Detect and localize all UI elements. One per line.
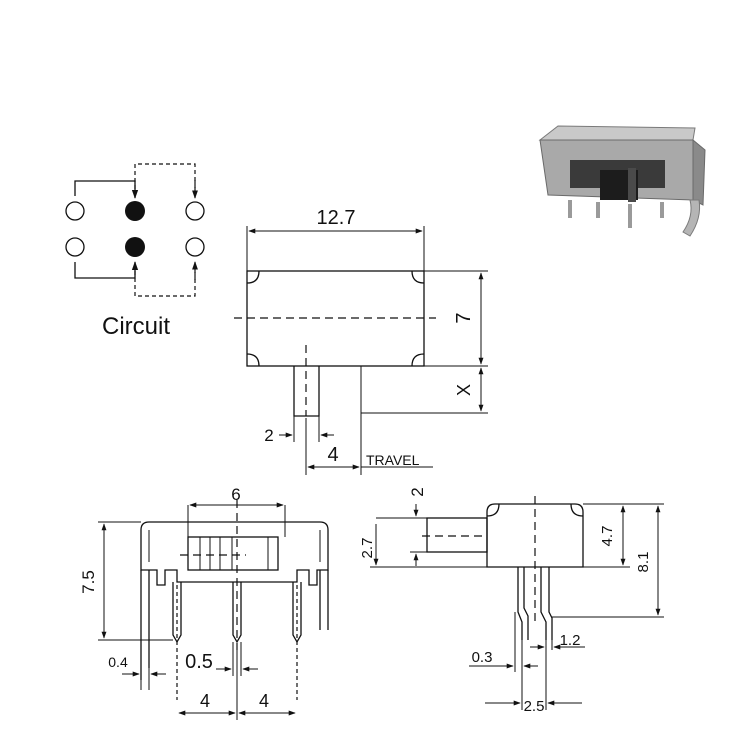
terminal-open-bottom-left — [65, 237, 85, 257]
top-travel-value: 4 — [327, 444, 338, 466]
side-knob-height-value: 2.7 — [359, 538, 376, 559]
side-pin-thickness-value: 0.3 — [472, 649, 493, 666]
terminal-open-top-right — [185, 201, 205, 221]
side-pin-width-value: 1.2 — [560, 632, 581, 649]
side-view-drawing: 2 2.7 4.7 8.1 0.3 1.2 2.5 — [359, 487, 664, 715]
front-height-value: 7.5 — [79, 570, 98, 594]
front-pin-width-value: 0.5 — [185, 651, 213, 673]
top-x-value: X — [454, 384, 474, 396]
side-pin-pitch-value: 2.5 — [524, 698, 545, 715]
front-view-drawing: 6 7.5 0.4 0.5 4 4 — [79, 485, 329, 720]
side-body-height-value: 4.7 — [599, 526, 616, 547]
front-pitch-right-value: 4 — [259, 691, 269, 711]
top-view-drawing: 12.7 7 X 2 4 TRAVEL — [234, 207, 488, 475]
front-pin-thickness-value: 0.4 — [108, 654, 128, 670]
front-pitch-left-value: 4 — [200, 691, 210, 711]
terminal-open-bottom-right — [185, 237, 205, 257]
top-width-value: 12.7 — [317, 207, 356, 229]
product-photo — [538, 125, 706, 237]
circuit-label: Circuit — [102, 313, 170, 340]
terminal-common-top — [125, 201, 145, 221]
side-knob-value: 2 — [408, 487, 427, 496]
top-pin-offset-value: 2 — [264, 426, 273, 445]
top-travel-label: TRAVEL — [366, 452, 420, 468]
terminal-common-bottom — [125, 237, 145, 257]
front-width-value: 6 — [231, 485, 240, 504]
circuit-diagram: Circuit — [65, 163, 205, 340]
terminal-open-top-left — [65, 201, 85, 221]
side-total-height-value: 8.1 — [635, 552, 652, 573]
top-height-value: 7 — [453, 312, 475, 323]
